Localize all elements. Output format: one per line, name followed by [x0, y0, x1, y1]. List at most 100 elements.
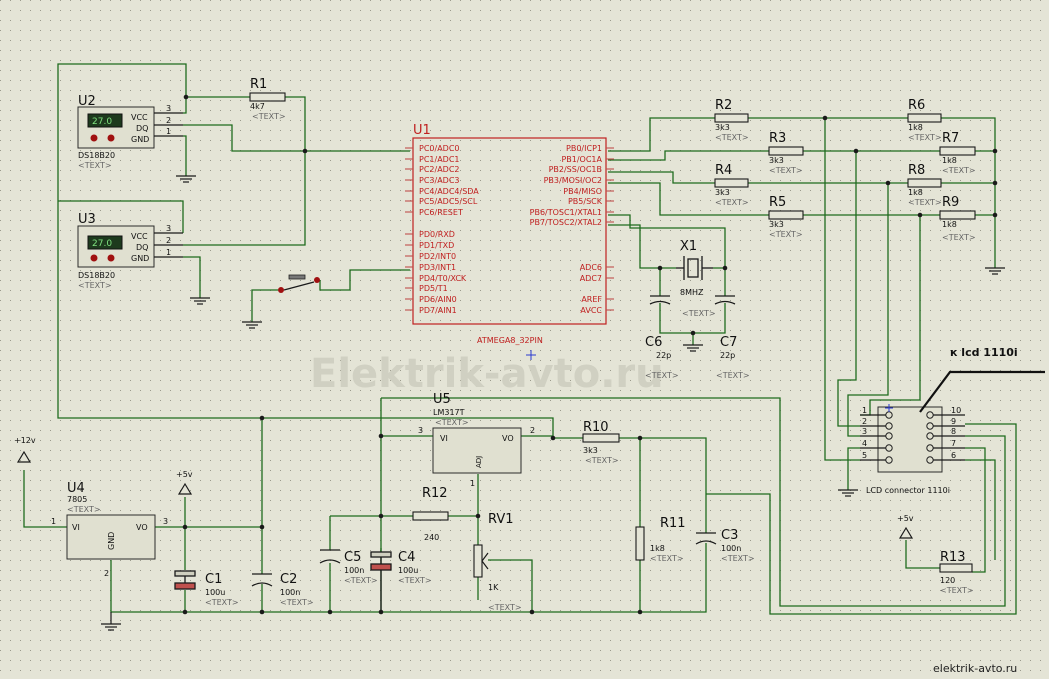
lcd-pin-number: 4	[862, 439, 867, 448]
svg-text:<TEXT>: <TEXT>	[344, 576, 378, 585]
svg-text:<TEXT>: <TEXT>	[769, 230, 803, 239]
svg-text:<TEXT>: <TEXT>	[205, 598, 239, 607]
svg-text:GND: GND	[131, 254, 149, 263]
svg-text:4k7: 4k7	[250, 102, 265, 111]
svg-text:3: 3	[166, 104, 171, 113]
svg-text:C1: C1	[205, 572, 222, 587]
svg-text:R6: R6	[908, 98, 925, 113]
svg-text:22p: 22p	[720, 351, 735, 360]
mcu-u1: U1 PC0/ADC0PC1/ADC1PC2/ADC2PC3/ADC3PC4/A…	[405, 123, 614, 360]
mcu-pin-left: PC5/ADC5/SCL	[419, 197, 478, 206]
svg-text:3k3: 3k3	[769, 220, 784, 229]
svg-text:1k8: 1k8	[942, 220, 957, 229]
svg-text:<TEXT>: <TEXT>	[715, 198, 749, 207]
mcu-pin-left: PC4/ADC4/SDA	[419, 187, 479, 196]
svg-text:GND: GND	[107, 532, 116, 550]
svg-text:3k3: 3k3	[715, 188, 730, 197]
svg-text:1k8: 1k8	[650, 544, 665, 553]
mcu-pin-left: PD0/RXD	[419, 230, 455, 239]
svg-text:LM317T: LM317T	[433, 408, 465, 417]
svg-text:<TEXT>: <TEXT>	[908, 198, 942, 207]
mcu-pin-left: PC2/ADC2	[419, 165, 460, 174]
ground-symbols	[101, 175, 1005, 631]
svg-text:2: 2	[166, 236, 171, 245]
mcu-pin-left: PD7/AIN1	[419, 306, 457, 315]
wires	[23, 63, 1017, 615]
lcd-pin-number: 3	[862, 427, 867, 436]
svg-text:GND: GND	[131, 135, 149, 144]
svg-text:R12: R12	[422, 486, 448, 501]
svg-text:3: 3	[166, 224, 171, 233]
mcu-pin-left: PD6/AIN0	[419, 295, 457, 304]
svg-text:<TEXT>: <TEXT>	[398, 576, 432, 585]
regulator-7805: U4 7805 <TEXT> VI VO GND 1 2 3	[51, 481, 168, 578]
svg-text:100u: 100u	[205, 588, 225, 597]
mcu-pin-right: PB2/SS/OC1B	[549, 165, 602, 174]
svg-text:R13: R13	[940, 550, 966, 565]
svg-text:VCC: VCC	[131, 113, 148, 122]
supply-12v: +12v	[14, 436, 36, 445]
svg-text:<TEXT>: <TEXT>	[940, 586, 974, 595]
svg-text:C3: C3	[721, 528, 738, 543]
supply-5v-lcd: +5v	[897, 514, 914, 523]
crystal-ref: X1	[680, 239, 697, 254]
crosshair-icon	[526, 350, 536, 360]
svg-text:7805: 7805	[67, 495, 87, 504]
mcu-pin-left: PC0/ADC0	[419, 144, 460, 153]
svg-text:3: 3	[418, 426, 423, 435]
svg-text:U2: U2	[78, 94, 96, 109]
svg-text:R1: R1	[250, 77, 267, 92]
svg-text:VO: VO	[502, 434, 514, 443]
svg-text:VI: VI	[440, 434, 448, 443]
svg-text:ADJ: ADJ	[475, 456, 483, 468]
capacitor-labels: C1 100u <TEXT> C2 100n <TEXT> C3 100n <T…	[205, 335, 755, 607]
mcu-pin-right: PB7/TOSC2/XTAL2	[530, 218, 602, 227]
crystal-x1	[676, 256, 713, 280]
svg-text:U5: U5	[433, 392, 451, 407]
svg-text:120: 120	[940, 576, 955, 585]
svg-text:100n: 100n	[344, 566, 364, 575]
lcd-pin-number: 8	[951, 427, 956, 436]
svg-text:3: 3	[163, 517, 168, 526]
mcu-pin-right: PB4/MISO	[563, 187, 602, 196]
svg-text:<TEXT>: <TEXT>	[769, 166, 803, 175]
mcu-pin-left: PD1/TXD	[419, 241, 454, 250]
mcu-name: ATMEGA8_32PIN	[477, 336, 543, 345]
pot-ref: RV1	[488, 512, 514, 527]
svg-text:<TEXT>: <TEXT>	[721, 554, 755, 563]
sensor-name: DS18B20	[78, 271, 115, 280]
svg-text:R10: R10	[583, 420, 609, 435]
mcu-pin-left: PC6/RESET	[419, 208, 463, 217]
svg-text:<TEXT>: <TEXT>	[650, 554, 684, 563]
svg-text:R7: R7	[942, 131, 959, 146]
mcu-pin-right: PB6/TOSC1/XTAL1	[530, 208, 602, 217]
svg-text:U4: U4	[67, 481, 85, 496]
resistor-labels: R1 4k7 <TEXT> R2 3k3 <TEXT> R3 3k3 <TEXT…	[250, 77, 976, 612]
svg-text:<TEXT>: <TEXT>	[585, 456, 619, 465]
mcu-pin-right: ADC7	[580, 274, 602, 283]
svg-text:<TEXT>: <TEXT>	[682, 309, 716, 318]
lcd-pin-number: 2	[862, 417, 867, 426]
svg-text:<TEXT>: <TEXT>	[645, 371, 679, 380]
mcu-pin-right: ADC6	[580, 263, 602, 272]
mcu-pin-left: PD2/INT0	[419, 252, 456, 261]
mcu-pin-left: PC1/ADC1	[419, 155, 460, 164]
svg-text:C7: C7	[720, 335, 737, 350]
callout-label: к lcd 1110i	[950, 346, 1018, 359]
svg-text:1k8: 1k8	[908, 188, 923, 197]
lcd-pin-number: 7	[951, 439, 956, 448]
svg-text:R11: R11	[660, 516, 686, 531]
svg-text:2: 2	[530, 426, 535, 435]
mcu-pin-left: PD4/T0/XCK	[419, 274, 467, 283]
svg-text:R4: R4	[715, 163, 732, 178]
svg-text:<TEXT>: <TEXT>	[908, 133, 942, 142]
capacitors	[174, 295, 736, 612]
svg-text:100n: 100n	[721, 544, 741, 553]
svg-text:C5: C5	[344, 550, 361, 565]
svg-text:R3: R3	[769, 131, 786, 146]
svg-text:<TEXT>: <TEXT>	[67, 505, 101, 514]
svg-text:3k3: 3k3	[769, 156, 784, 165]
site-url: elektrik-avto.ru	[933, 662, 1017, 675]
